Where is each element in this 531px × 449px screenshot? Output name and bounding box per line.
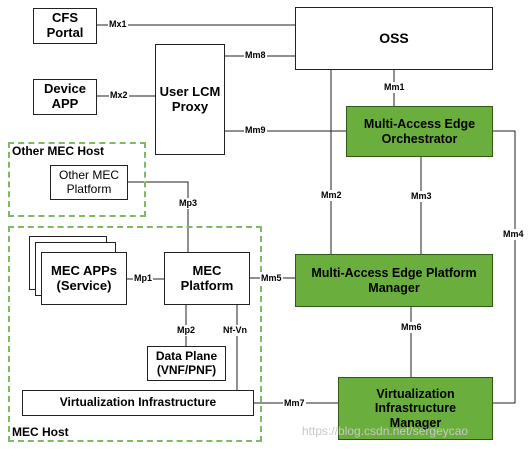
virtualization-infrastructure-box: Virtualization Infrastructure	[22, 390, 254, 416]
orchestrator-box: Multi-Access Edge Orchestrator	[346, 106, 493, 157]
watermark-text: https://blog.csdn.net/sergeycao	[302, 424, 469, 438]
user-lcm-proxy-box: User LCM Proxy	[155, 44, 225, 155]
other-mec-host-region	[8, 142, 146, 217]
label-mm8: Mm8	[244, 50, 267, 61]
mec-apps-box: MEC APPs (Service)	[41, 252, 127, 305]
data-plane-box: Data Plane (VNF/PNF)	[147, 346, 226, 381]
label-mm2: Mm2	[320, 190, 343, 201]
cfs-portal-box: CFS Portal	[33, 8, 97, 44]
platform-manager-box: Multi-Access Edge Platform Manager	[295, 254, 493, 307]
label-mm7: Mm7	[283, 398, 306, 409]
line-mp3	[128, 181, 189, 252]
line-mm4	[493, 130, 516, 404]
label-mm1: Mm1	[383, 82, 406, 93]
label-mp3: Mp3	[178, 198, 198, 209]
device-app-box: Device APP	[33, 79, 97, 115]
other-mec-platform-box: Other MEC Platform	[50, 165, 128, 200]
vim-box: Virtualization Infrastructure Manager	[338, 377, 493, 440]
mec-host-region	[8, 226, 262, 442]
label-mm3: Mm3	[410, 191, 433, 202]
label-mm6: Mm6	[400, 322, 423, 333]
oss-box: OSS	[295, 7, 493, 70]
label-nfvn: Nf-Vn	[222, 325, 248, 336]
label-mp1: Mp1	[133, 273, 153, 284]
mec-host-label: MEC Host	[12, 425, 69, 439]
label-mx1: Mx1	[108, 19, 128, 30]
label-mm9: Mm9	[244, 125, 267, 136]
mec-platform-box: MEC Platform	[164, 252, 250, 305]
label-mp2: Mp2	[176, 325, 196, 336]
label-mm4: Mm4	[502, 229, 525, 240]
label-mx2: Mx2	[109, 90, 129, 101]
label-mm5: Mm5	[260, 273, 283, 284]
other-mec-host-label: Other MEC Host	[12, 144, 105, 158]
